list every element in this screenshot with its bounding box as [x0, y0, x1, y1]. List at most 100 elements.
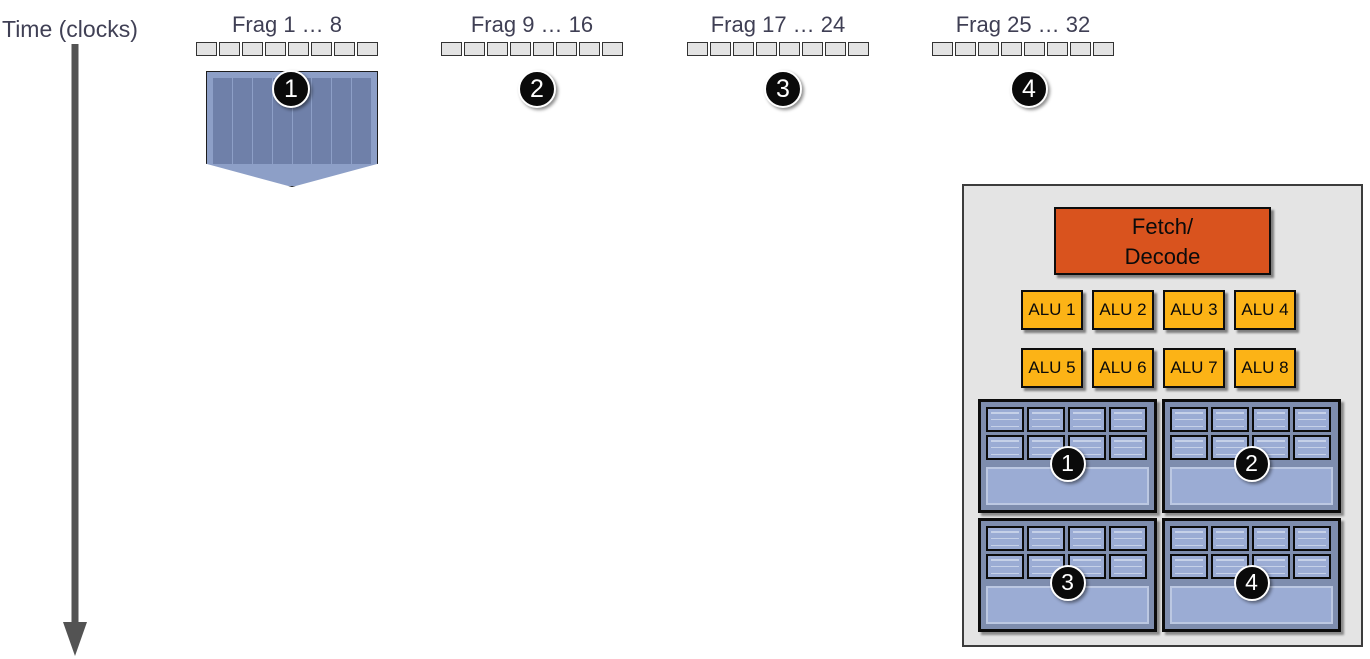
time-arrow-icon: [63, 44, 87, 656]
context-badge-1: 1: [1049, 446, 1086, 482]
context-cell: [1170, 407, 1208, 432]
fragment-box: [1093, 42, 1114, 56]
fragment-box: [779, 42, 800, 56]
context-badge-4: 4: [1233, 565, 1270, 601]
context-cell: [1211, 407, 1249, 432]
context-cell: [1170, 526, 1208, 551]
fragment-box: [932, 42, 953, 56]
fragment-box: [334, 42, 355, 56]
time-axis-label: Time (clocks): [2, 16, 138, 42]
fragment-box: [510, 42, 531, 56]
context-storage-grid: 1 2: [978, 399, 1350, 632]
context-cell: [1109, 526, 1147, 551]
warp-lane: [352, 78, 371, 164]
context-cell: [1293, 554, 1331, 579]
warp-lane: [232, 78, 252, 164]
context-block-3: 3: [978, 518, 1157, 632]
fragment-box: [219, 42, 240, 56]
fragment-group-title: Frag 17 … 24: [710, 12, 846, 37]
fragment-box: [1070, 42, 1091, 56]
fetch-decode-line-2: Decode: [1124, 244, 1201, 269]
fragment-badge-3: 3: [764, 70, 802, 108]
fragment-box-row: [196, 42, 378, 56]
fragment-box: [533, 42, 554, 56]
alu-unit-8: ALU 8: [1234, 348, 1296, 388]
fragment-box: [710, 42, 731, 56]
context-badge-2: 2: [1233, 446, 1270, 482]
context-cell: [1293, 435, 1331, 460]
alu-unit-5: ALU 5: [1021, 348, 1083, 388]
fragment-box: [196, 42, 217, 56]
fragment-box: [1001, 42, 1022, 56]
context-cell: [1211, 526, 1249, 551]
alu-unit-6: ALU 6: [1092, 348, 1154, 388]
fragment-badge-2: 2: [518, 70, 556, 108]
alu-unit-2: ALU 2: [1092, 290, 1154, 330]
fragment-group-title: Frag 9 … 16: [470, 12, 594, 37]
context-cell: [1170, 435, 1208, 460]
context-cell: [1027, 526, 1065, 551]
warp-lane: [312, 78, 332, 164]
fragment-box: [288, 42, 309, 56]
fragment-box: [955, 42, 976, 56]
alu-grid: ALU 1 ALU 2 ALU 3 ALU 4 ALU 5 ALU 6 ALU …: [1021, 290, 1309, 388]
fragment-group: Frag 17 … 24: [687, 12, 869, 56]
fragment-box: [579, 42, 600, 56]
context-cell: [1068, 526, 1106, 551]
fragment-box: [978, 42, 999, 56]
fragment-badge-4: 4: [1010, 70, 1048, 108]
fetch-decode-unit: Fetch/ Decode: [1054, 207, 1271, 275]
fragment-box: [756, 42, 777, 56]
fragment-box: [464, 42, 485, 56]
context-cell: [986, 554, 1024, 579]
context-cell: [1109, 407, 1147, 432]
fragment-group: Frag 25 … 32: [932, 12, 1114, 56]
context-block-2: 2: [1162, 399, 1341, 513]
context-cell: [986, 407, 1024, 432]
warp-lane: [252, 78, 272, 164]
fragment-group: Frag 9 … 16: [441, 12, 623, 56]
fragment-box: [687, 42, 708, 56]
fragment-box-row: [932, 42, 1114, 56]
context-cell: [1109, 435, 1147, 460]
fragment-box: [802, 42, 823, 56]
fragment-box: [441, 42, 462, 56]
context-cell: [1293, 526, 1331, 551]
fragment-box: [487, 42, 508, 56]
context-block-4: 4: [1162, 518, 1341, 632]
context-cell: [1293, 407, 1331, 432]
alu-unit-1: ALU 1: [1021, 290, 1083, 330]
context-cell: [1109, 554, 1147, 579]
fragment-box-row: [441, 42, 623, 56]
fragment-box: [733, 42, 754, 56]
context-cell: [1252, 526, 1290, 551]
fragment-box: [357, 42, 378, 56]
context-cell-row: [986, 407, 1149, 460]
fragment-box: [556, 42, 577, 56]
context-cell: [1068, 407, 1106, 432]
context-cell-row: [1170, 526, 1333, 579]
fragment-box-row: [687, 42, 869, 56]
fragment-box: [242, 42, 263, 56]
alu-unit-4: ALU 4: [1234, 290, 1296, 330]
warp-lane: [213, 78, 232, 164]
fragment-box: [311, 42, 332, 56]
alu-unit-7: ALU 7: [1163, 348, 1225, 388]
fragment-box: [1047, 42, 1068, 56]
fragment-group-title: Frag 1 … 8: [231, 12, 343, 37]
context-cell: [1027, 407, 1065, 432]
fragment-box: [848, 42, 869, 56]
fragment-badge-1: 1: [272, 70, 310, 108]
context-cell: [986, 526, 1024, 551]
fragment-box: [602, 42, 623, 56]
fragment-box: [825, 42, 846, 56]
context-cell: [1252, 407, 1290, 432]
fragment-group: Frag 1 … 8: [196, 12, 378, 56]
context-badge-3: 3: [1049, 565, 1086, 601]
context-cell: [1170, 554, 1208, 579]
fragment-box: [1024, 42, 1045, 56]
fragment-box: [265, 42, 286, 56]
gpu-core-panel: Fetch/ Decode ALU 1 ALU 2 ALU 3 ALU 4 AL…: [962, 184, 1363, 647]
context-block-1: 1: [978, 399, 1157, 513]
fetch-decode-line-1: Fetch/: [1131, 214, 1194, 239]
